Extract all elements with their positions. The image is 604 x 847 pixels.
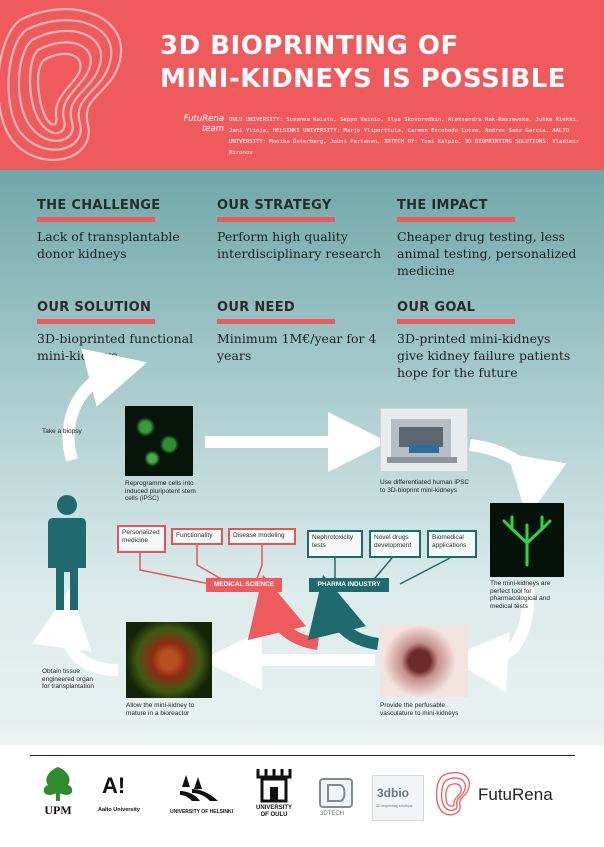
tag-nephrotoxicity-tests: Nephrotoxicity tests [307, 530, 363, 558]
3dtech-mark-icon [319, 778, 353, 808]
3dtech-logo: 3DTECH [318, 777, 354, 823]
strategy-block: OUR STRATEGY Perform high quality interd… [217, 198, 387, 262]
need-heading: OUR NEED [217, 300, 295, 315]
goal-text: 3D-printed mini-kidneys give kidney fail… [397, 331, 571, 380]
bioreactor-kidney-photo [126, 622, 212, 698]
kidney-branching-drawing [502, 515, 552, 567]
impact-text: Cheaper drug testing, less animal testin… [397, 229, 577, 278]
title-line-2: MINI-KIDNEYS IS POSSIBLE [160, 64, 567, 94]
tag-personalized-medicine: Personalized medicine [117, 525, 166, 553]
goal-heading: OUR GOAL [397, 300, 476, 315]
tag-disease-modeling: Disease modeling [228, 528, 296, 545]
aalto-mark: A! [102, 773, 126, 798]
solution-block: OUR SOLUTION 3D-bioprinted functional mi… [37, 300, 202, 364]
futurena-kidney-logo-mark [0, 8, 123, 161]
arrow-left-up [32, 588, 119, 676]
bioprinter-photo [380, 408, 468, 472]
helsinki-flame-icon [180, 775, 218, 801]
footer-divider [30, 755, 575, 756]
footer-logos: UPM A! Aalto University UNIVERSITY OF HE… [0, 745, 604, 847]
credits-text: OULU UNIVERSITY: Susanna Kaisto, Seppo V… [229, 117, 580, 156]
oulu-tower-icon [256, 769, 292, 803]
challenge-heading: THE CHALLENGE [37, 198, 161, 213]
need-text: Minimum 1M€/year for 4 years [217, 331, 377, 363]
mini-kidney-fluorescent-photo [490, 503, 564, 577]
upm-tree-icon [43, 767, 73, 801]
upm-text: UPM [44, 803, 72, 817]
arrow-to-pharma-industry [307, 574, 380, 650]
futurena-kidney-icon [435, 772, 471, 816]
arrow-right-down [469, 439, 567, 518]
caption-mature: Allow the mini-kidney to mature in a bio… [126, 702, 195, 717]
3dbio-logo: 3dbio 3D bioprinting solutions [372, 775, 424, 821]
upm-logo: UPM [38, 765, 78, 825]
oulu-line-1: UNIVERSITY [255, 805, 292, 811]
medical-science-label: MEDICAL SCIENCE [206, 578, 282, 592]
stem-cells-photo [125, 406, 193, 476]
challenge-block: THE CHALLENGE Lack of transplantable don… [37, 198, 202, 262]
tag-functionality: Functionality [171, 528, 223, 545]
medical-science-connectors [139, 545, 263, 585]
oulu-line-2: OF OULU [260, 812, 288, 818]
impact-underline [397, 217, 515, 222]
goal-underline [397, 319, 515, 324]
futurena-logo: FutuRena [435, 769, 576, 829]
challenge-underline [37, 217, 155, 222]
arrow-take-biopsy [62, 348, 148, 462]
vasculature-photo [380, 625, 468, 697]
tag-biomedical-applications: Biomedical applications [427, 530, 477, 558]
need-underline [217, 319, 335, 324]
caption-tool: The mini-kidneys are perfect tool for ph… [490, 580, 551, 610]
team-name: FutuRena [183, 114, 224, 124]
aalto-name: Aalto University [98, 807, 140, 813]
solution-underline [37, 319, 155, 324]
3dbio-text: 3dbio [377, 786, 409, 800]
impact-heading: THE IMPACT [397, 198, 488, 213]
need-block: OUR NEED Minimum 1M€/year for 4 years [217, 300, 387, 364]
aalto-logo: A! Aalto University [98, 773, 158, 823]
caption-vasculature: Provide the perfusable vasculature to mi… [380, 702, 459, 717]
process-diagram [32, 348, 567, 692]
header-banner: 3D BIOPRINTING OF MINI-KIDNEYS IS POSSIB… [0, 0, 604, 170]
person-icon [48, 495, 86, 610]
caption-biopsy: Take a biopsy [42, 428, 82, 435]
solution-heading: OUR SOLUTION [37, 300, 152, 315]
helsinki-text: UNIVERSITY OF HELSINKI [170, 809, 233, 815]
arrow-right-lower [448, 587, 535, 692]
caption-reprogram: Reprogramme cells into induced pluripote… [125, 480, 196, 502]
title-line-1: 3D BIOPRINTING OF [160, 31, 459, 61]
goal-block: OUR GOAL 3D-printed mini-kidneys give ki… [397, 300, 577, 381]
strategy-underline [217, 217, 335, 222]
strategy-heading: OUR STRATEGY [217, 198, 332, 213]
3dtech-text: 3DTECH [320, 811, 345, 817]
team-word: team [201, 124, 224, 134]
bioprinter-drawing [387, 419, 457, 463]
caption-transplant: Obtain tissue engineered organ for trans… [42, 668, 95, 690]
oulu-logo: UNIVERSITY OF OULU [252, 765, 296, 829]
arrow-to-medical-science [247, 574, 320, 650]
tag-novel-drugs-development: Novel drugs development [369, 530, 421, 558]
main-content: THE CHALLENGE Lack of transplantable don… [0, 170, 604, 847]
futurena-text: FutuRena [478, 785, 553, 804]
impact-block: THE IMPACT Cheaper drug testing, less an… [397, 198, 577, 279]
poster-title: 3D BIOPRINTING OF MINI-KIDNEYS IS POSSIB… [160, 30, 590, 96]
strategy-text: Perform high quality interdisciplinary r… [217, 229, 382, 261]
helsinki-logo: UNIVERSITY OF HELSINKI [170, 773, 236, 823]
pharma-industry-label: PHARMA INDUSTRY [309, 578, 389, 592]
oulu-text: UNIVERSITY OF OULU [252, 805, 296, 819]
challenge-text: Lack of transplantable donor kidneys [37, 229, 180, 261]
caption-bioprint: Use differentiated human iPSC to 3D-biop… [380, 479, 470, 494]
3dbio-subtext: 3D bioprinting solutions [376, 804, 413, 808]
team-label: FutuRena team [166, 114, 224, 134]
